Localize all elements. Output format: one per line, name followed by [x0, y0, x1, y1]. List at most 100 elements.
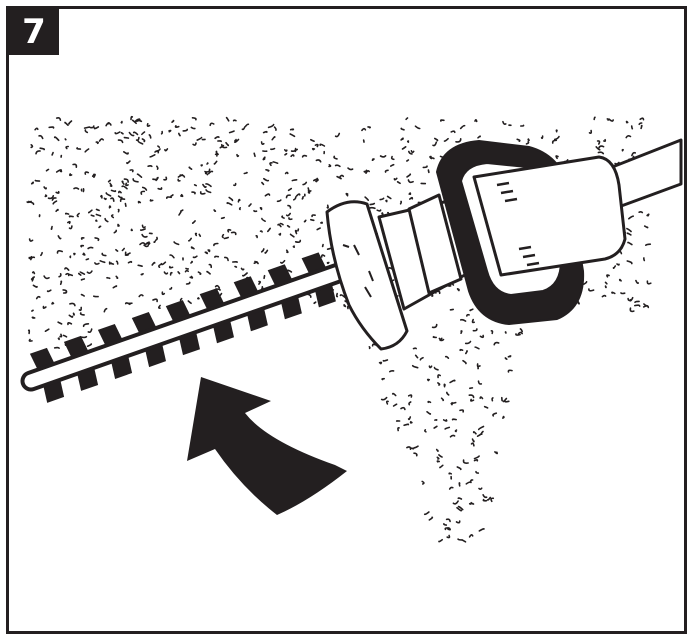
- foliage-speck: [394, 178, 396, 179]
- foliage-speck: [471, 399, 474, 401]
- curved-arrow-icon: [187, 377, 347, 515]
- foliage-speck: [627, 261, 632, 264]
- foliage-speck: [423, 166, 427, 167]
- foliage-speck: [137, 138, 139, 141]
- foliage-speck: [451, 131, 455, 132]
- foliage-speck: [262, 219, 265, 222]
- foliage-speck: [225, 257, 228, 260]
- foliage-speck: [110, 206, 111, 208]
- foliage-speck: [278, 225, 281, 227]
- foliage-speck: [394, 404, 397, 406]
- foliage-speck: [256, 236, 257, 238]
- foliage-speck: [30, 239, 33, 241]
- foliage-speck: [222, 145, 227, 148]
- foliage-speck: [435, 139, 438, 141]
- foliage-speck: [216, 154, 217, 156]
- foliage-speck: [404, 424, 408, 425]
- foliage-speck: [629, 216, 633, 219]
- foliage-speck: [377, 210, 380, 211]
- foliage-speck: [646, 244, 651, 245]
- foliage-speck: [280, 223, 283, 224]
- foliage-speck: [508, 370, 512, 372]
- foliage-speck: [143, 225, 146, 227]
- foliage-speck: [503, 122, 506, 124]
- foliage-speck: [187, 282, 190, 284]
- foliage-speck: [85, 130, 87, 132]
- foliage-speck: [104, 309, 106, 312]
- foliage-speck: [58, 236, 60, 239]
- foliage-speck: [505, 358, 506, 359]
- instruction-panel: 7: [6, 6, 687, 634]
- foliage-speck: [450, 487, 453, 489]
- foliage-speck: [140, 243, 145, 245]
- foliage-speck: [96, 220, 97, 221]
- foliage-speck: [447, 519, 451, 521]
- foliage-speck: [408, 180, 413, 182]
- foliage-speck: [35, 128, 38, 129]
- foliage-speck: [485, 407, 488, 408]
- foliage-speck: [599, 146, 604, 148]
- foliage-speck: [162, 292, 164, 294]
- foliage-speck: [281, 261, 285, 263]
- foliage-speck: [118, 225, 119, 227]
- foliage-speck: [632, 126, 633, 129]
- foliage-speck: [437, 461, 439, 462]
- foliage-speck: [269, 125, 274, 128]
- foliage-speck: [45, 195, 46, 196]
- foliage-speck: [106, 193, 110, 196]
- step-number-badge: 7: [9, 9, 59, 55]
- foliage-speck: [192, 247, 194, 249]
- foliage-speck: [195, 185, 197, 186]
- foliage-speck: [473, 439, 474, 442]
- foliage-speck: [584, 282, 587, 284]
- foliage-speck: [329, 165, 331, 167]
- foliage-speck: [366, 171, 369, 173]
- foliage-speck: [578, 302, 579, 304]
- foliage-speck: [288, 226, 290, 227]
- foliage-speck: [124, 152, 128, 154]
- foliage-speck: [70, 226, 72, 228]
- foliage-speck: [265, 194, 269, 196]
- foliage-speck: [214, 210, 215, 211]
- foliage-speck: [635, 305, 640, 306]
- foliage-speck: [190, 277, 192, 278]
- foliage-speck: [48, 290, 51, 291]
- foliage-speck: [199, 234, 200, 236]
- foliage-speck: [44, 187, 46, 189]
- foliage-speck: [234, 120, 236, 121]
- foliage-speck: [311, 140, 314, 142]
- foliage-speck: [445, 427, 449, 429]
- foliage-speck: [295, 150, 297, 152]
- foliage-speck: [428, 379, 430, 380]
- foliage-speck: [635, 301, 639, 302]
- foliage-speck: [36, 151, 40, 154]
- foliage-speck: [43, 307, 46, 309]
- foliage-speck: [264, 276, 265, 279]
- foliage-speck: [644, 304, 647, 306]
- foliage-speck: [215, 256, 218, 257]
- foliage-speck: [630, 308, 634, 311]
- foliage-speck: [178, 179, 180, 181]
- foliage-speck: [150, 200, 152, 201]
- foliage-speck: [179, 212, 181, 215]
- foliage-speck: [131, 117, 132, 120]
- foliage-speck: [141, 274, 143, 275]
- foliage-speck: [70, 303, 75, 305]
- foliage-speck: [207, 271, 210, 273]
- foliage-speck: [117, 261, 118, 264]
- foliage-speck: [201, 192, 205, 194]
- foliage-speck: [201, 165, 202, 166]
- foliage-speck: [607, 119, 608, 120]
- foliage-speck: [197, 138, 201, 141]
- foliage-speck: [183, 129, 187, 131]
- foliage-speck: [157, 166, 158, 169]
- foliage-speck: [257, 262, 259, 264]
- foliage-speck: [206, 184, 211, 187]
- foliage-speck: [66, 146, 68, 148]
- foliage-speck: [463, 361, 466, 364]
- foliage-speck: [262, 183, 264, 185]
- foliage-speck: [297, 194, 300, 196]
- foliage-speck: [91, 126, 94, 128]
- foliage-speck: [102, 254, 106, 256]
- foliage-speck: [401, 201, 402, 203]
